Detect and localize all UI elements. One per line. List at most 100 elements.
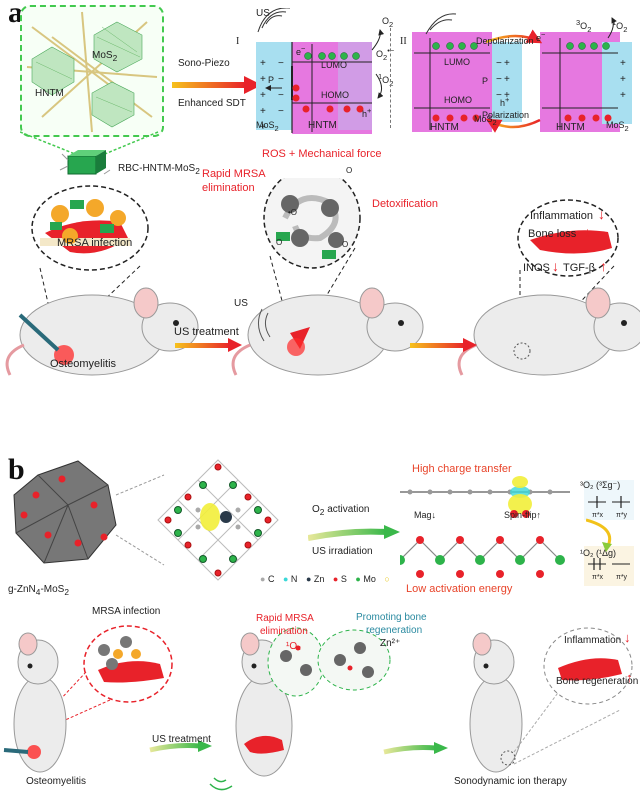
legend-c: C bbox=[267, 574, 275, 584]
pi-x-a: π*x bbox=[592, 512, 604, 519]
svg-text:+: + bbox=[260, 58, 266, 69]
svg-text:−: − bbox=[278, 58, 284, 69]
tgf-up-arrow: ↑ bbox=[600, 258, 607, 274]
band-i-e: e bbox=[296, 47, 302, 57]
zinc-ion-label: Zn²⁺ bbox=[380, 638, 401, 649]
svg-text:−: − bbox=[278, 90, 284, 101]
rapid-mrsa-b-line1: Rapid MRSA bbox=[256, 613, 314, 624]
band-i-us-label: US bbox=[256, 8, 270, 19]
mag-label: Mag↓ bbox=[414, 510, 437, 520]
enhanced-sdt-label: Enhanced SDT bbox=[178, 98, 246, 109]
polarization-label: Polarization bbox=[482, 110, 530, 120]
svg-text:+: + bbox=[260, 106, 266, 117]
us-treatment-a-label: US treatment bbox=[174, 326, 239, 338]
band-i-h: h bbox=[362, 109, 368, 119]
pi-y-a: π*y bbox=[616, 512, 628, 519]
svg-text:+: + bbox=[620, 90, 626, 101]
high-charge-transfer-label: High charge transfer bbox=[412, 463, 512, 475]
spin-flip-label: Spin-flip↑ bbox=[504, 510, 542, 520]
triplet-label: ³O₂ (³Σg⁻) bbox=[580, 480, 621, 490]
legend-zn: Zn bbox=[313, 574, 325, 584]
osteomyelitis-b-label: Osteomyelitis bbox=[26, 776, 87, 787]
g-znn4-mos2-structure bbox=[13, 459, 279, 581]
band-i-homo: HOMO bbox=[321, 90, 349, 100]
bone-loss-label: Bone loss bbox=[528, 228, 577, 240]
hntm-label: HNTM bbox=[35, 88, 64, 99]
band-ii-roman: II bbox=[400, 36, 407, 47]
o2-activation-label: O bbox=[312, 504, 320, 515]
band-i-roman: I bbox=[236, 36, 240, 47]
legend-n: N bbox=[290, 574, 298, 584]
panel-a-bubbles bbox=[31, 178, 619, 357]
band-ii-hntm-2: HNTM bbox=[556, 122, 585, 133]
band-ii-h: h bbox=[500, 98, 506, 108]
g-znn4-mos2-label: g-ZnN bbox=[8, 584, 36, 595]
ros-o2-a: •O bbox=[288, 208, 298, 217]
band-ii-e: e bbox=[536, 33, 542, 43]
us-a-label: US bbox=[234, 298, 248, 309]
bone-regeneration-label: Bone regeneration bbox=[556, 676, 639, 687]
inflammation-down-arrow: ↓ bbox=[598, 206, 605, 222]
mrsa-infection-b-label: MRSA infection bbox=[92, 606, 161, 617]
dft-slab bbox=[400, 476, 570, 578]
band-ii-lumo: LUMO bbox=[444, 57, 471, 67]
atom-legend: ● C ● N ● Zn ● S ● Mo ○ bbox=[260, 574, 390, 584]
ros-o2-d: O bbox=[276, 238, 283, 247]
us-irradiation-label: US irradiation bbox=[312, 546, 373, 557]
nanocube-icon bbox=[59, 150, 111, 175]
activation-arrow bbox=[308, 525, 400, 541]
inflammation-b-down-arrow: ↓ bbox=[624, 630, 631, 645]
sonodynamic-therapy-label: Sonodynamic ion therapy bbox=[454, 776, 567, 787]
svg-text:+: + bbox=[260, 74, 266, 85]
mos2-label: MoS bbox=[92, 50, 113, 61]
svg-text:+: + bbox=[620, 58, 626, 69]
panel-a-mice bbox=[5, 287, 640, 376]
svg-text:+: + bbox=[260, 90, 266, 101]
svg-text:+: + bbox=[504, 90, 510, 101]
sono-piezo-label: Sono-Piezo bbox=[178, 58, 230, 69]
band-ii-singlet: O bbox=[616, 21, 624, 31]
us-treatment-b-label: US treatment bbox=[152, 734, 211, 745]
band-i-p: P bbox=[268, 75, 275, 85]
svg-text:+: + bbox=[260, 122, 266, 133]
band-i-singlet: O bbox=[382, 75, 390, 85]
band-ii-p: P bbox=[482, 76, 489, 86]
svg-text:−: − bbox=[496, 74, 502, 85]
rapid-mrsa-a-line2: elimination bbox=[202, 182, 255, 194]
band-ii-homo: HOMO bbox=[444, 95, 472, 105]
band-i-mos2: MoS bbox=[256, 120, 275, 130]
band-i-o2-radical: O bbox=[376, 49, 384, 59]
svg-text:−: − bbox=[496, 58, 502, 69]
svg-text:+: + bbox=[504, 74, 510, 85]
legend-s: S bbox=[340, 574, 347, 584]
triplet-state-box bbox=[584, 480, 634, 520]
singlet-oxygen-b-label: ¹O₂ bbox=[286, 641, 301, 652]
mouse-2 bbox=[231, 287, 424, 376]
band-ii-mos2: MoS bbox=[474, 114, 493, 124]
band-i-hntm: HNTM bbox=[308, 120, 337, 131]
svg-text:−: − bbox=[278, 74, 284, 85]
ros-o2-c: O bbox=[342, 240, 349, 249]
band-i-drawing: + + + + + − − − − bbox=[257, 8, 385, 133]
spin-diagram bbox=[586, 496, 630, 570]
detoxification-label: Detoxification bbox=[372, 198, 439, 210]
rapid-mrsa-a-line1: Rapid MRSA bbox=[202, 168, 266, 180]
panel-b-label: b bbox=[8, 453, 25, 486]
band-ii-drawing: −−− +++ +++ bbox=[414, 13, 626, 133]
band-i-lumo: LUMO bbox=[321, 60, 348, 70]
svg-text:−: − bbox=[278, 106, 284, 117]
inos-down-arrow: ↓ bbox=[552, 258, 559, 274]
bone-regen-up-arrow: ↑ bbox=[626, 670, 633, 685]
promoting-bone-line2: regeneration bbox=[366, 625, 423, 636]
singlet-state-box bbox=[584, 546, 634, 586]
inflammation-b-label: Inflammation bbox=[564, 635, 622, 646]
sono-piezo-arrow bbox=[172, 76, 262, 94]
mrsa-infection-a-label: MRSA infection bbox=[57, 237, 133, 249]
panel-a-label: a bbox=[8, 0, 23, 29]
bone-loss-down-arrow: ↓ bbox=[584, 224, 591, 240]
panel-b-scenes bbox=[3, 625, 633, 791]
band-ii-triplet: O bbox=[580, 21, 588, 31]
band-ii-hntm: HNTM bbox=[430, 122, 459, 133]
svg-text:+: + bbox=[620, 74, 626, 85]
singlet-label: ¹O₂ (¹Δg) bbox=[580, 548, 616, 558]
